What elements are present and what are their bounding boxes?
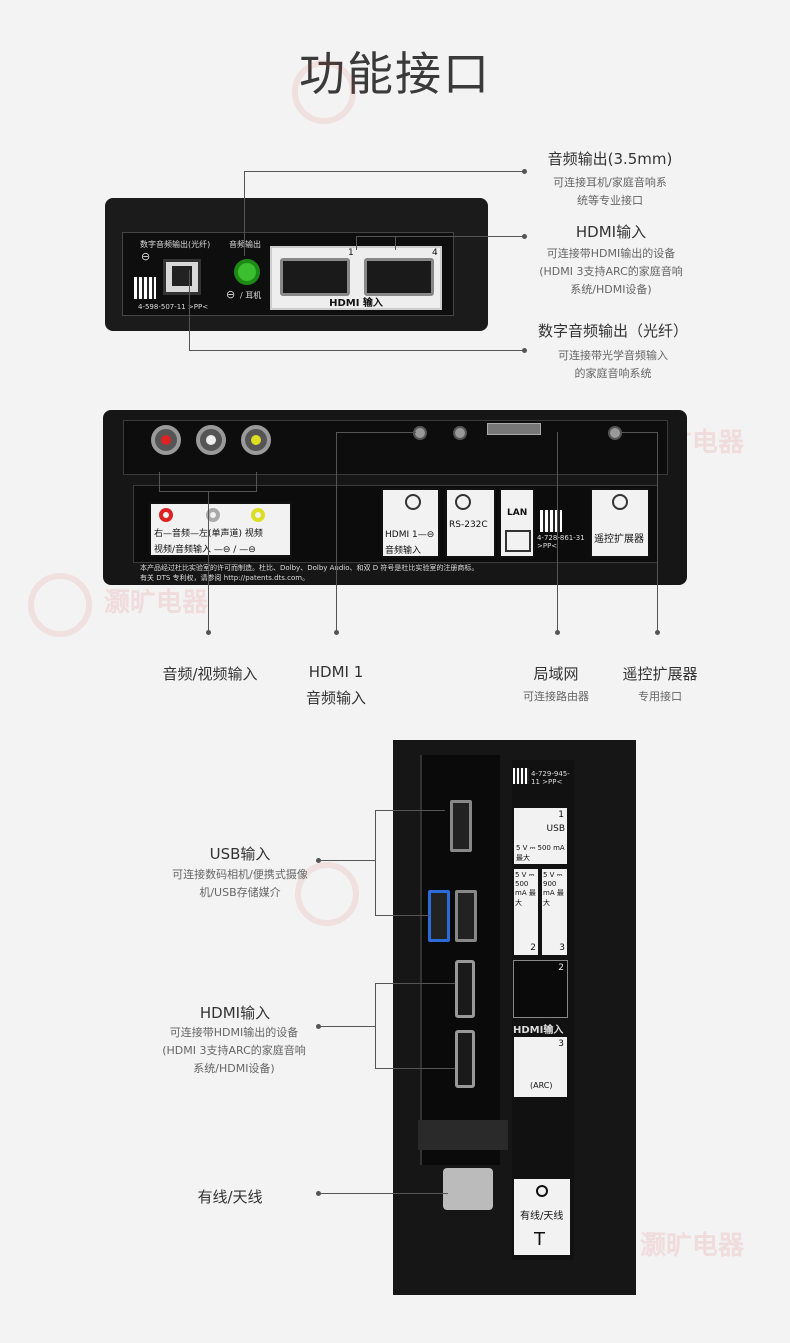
watermark-text: 灏旷电器 — [104, 588, 209, 618]
usb1-label: 1 USB 5 V ⎓ 500 mA 最大 — [513, 807, 568, 865]
yellow-icon — [251, 508, 265, 522]
remote-label: 遥控扩展器 — [590, 488, 650, 558]
lan-label: LAN — [499, 488, 535, 558]
callout-title-hdmi1: HDMI 1 — [308, 663, 364, 681]
callout-desc: 可连接路由器 — [523, 690, 589, 703]
callout-title-audio-out: 音频输出(3.5mm) — [547, 150, 673, 168]
watermark-logo — [28, 573, 92, 637]
antenna-label: 有线/天线 T — [513, 1178, 571, 1256]
hdmi-input-label: HDMI 输入 — [329, 298, 383, 309]
headphone-jack — [234, 259, 260, 285]
rca-red-jack — [151, 425, 181, 455]
callout-title-hdmi: HDMI输入 — [575, 223, 647, 241]
optical-label: 数字音频输出(光纤) — [140, 240, 211, 249]
panel-step — [418, 1120, 508, 1150]
watermark-text: 灏旷电器 — [640, 1231, 745, 1261]
audio-out-label: 音频输出 — [229, 240, 261, 249]
callout-title-optical: 数字音频输出（光纤） — [537, 322, 688, 340]
part-number: 4-728-861-31 >PP< — [537, 534, 585, 550]
hdmi-audio-jack — [413, 426, 427, 440]
hdmi2-label: 2 — [513, 960, 568, 1018]
usb-port-3 — [455, 890, 477, 942]
remote-jack — [608, 426, 622, 440]
callout-desc: 可连接耳机/家庭音响系 — [553, 176, 667, 189]
watermark-logo — [292, 60, 356, 124]
rs232-jack — [453, 426, 467, 440]
watermark-logo — [295, 862, 359, 926]
rca-yellow-jack — [241, 425, 271, 455]
hdmi-port-group: 1 4 — [270, 246, 442, 310]
callout-desc: 可连接数码相机/便携式摄像 — [172, 868, 308, 881]
callout-title-hdmi1-audio: 音频输入 — [305, 689, 366, 707]
hdmi3-label: 3 (ARC) — [513, 1036, 568, 1098]
optical-port-hole — [172, 266, 192, 286]
rca-white-jack — [196, 425, 226, 455]
page-title: 功能接口 — [299, 47, 491, 101]
lan-port — [487, 423, 541, 435]
callout-desc: 可连接带光学音频输入 — [558, 349, 668, 362]
hdmi-port-2 — [455, 960, 475, 1018]
usb-port-1 — [450, 800, 472, 852]
hdmi-port-number: 1 — [348, 248, 354, 258]
callout-title-lan: 局域网 — [533, 665, 579, 683]
callout-desc: (HDMI 3支持ARC的家庭音响 — [162, 1044, 306, 1057]
output-icon: ⊖ — [226, 288, 236, 301]
callout-desc: 系统/HDMI设备) — [570, 283, 652, 296]
callout-desc: 系统/HDMI设备) — [193, 1062, 275, 1075]
hdmi-port-number: 4 — [432, 248, 438, 258]
callout-desc: 统等专业接口 — [577, 194, 643, 207]
hdmi-port-4 — [364, 258, 434, 296]
hdmi-port-3 — [455, 1030, 475, 1088]
callout-title-antenna: 有线/天线 — [197, 1188, 263, 1206]
hdmi-input-label: HDMI输入 — [513, 1025, 564, 1036]
callout-desc: 的家庭音响系统 — [574, 367, 652, 380]
antenna-port — [443, 1168, 493, 1210]
red-icon — [159, 508, 173, 522]
dts-notice: 有关 DTS 专利权，请参阅 http://patents.dts.com。 — [140, 574, 310, 582]
qr-code-icon — [540, 510, 562, 532]
callout-desc: 可连接带HDMI输出的设备 — [546, 247, 676, 260]
qr-code-icon — [134, 277, 156, 299]
callout-title-remote: 遥控扩展器 — [622, 665, 698, 683]
hdmi-audio-label: HDMI 1—⊖ 音频输入 — [381, 488, 440, 558]
part-number: 4-729-945-11 >PP< — [531, 770, 570, 786]
usb2-label: 5 V ⎓ 500 mA 最大 2 — [513, 868, 539, 956]
av-input-label: 右—音频—左(单声道) 视频 视频/音频输入 —⊖ / —⊖ — [149, 502, 292, 557]
callout-desc: 可连接带HDMI输出的设备 — [169, 1026, 299, 1039]
part-number: 4-598-507-11 >PP< — [138, 303, 209, 311]
output-icon: ⊖ — [141, 250, 151, 263]
rs232-label: RS-232C — [445, 488, 496, 558]
usb-port-2 — [428, 890, 450, 942]
qr-code-icon — [513, 768, 529, 784]
hdmi-port-1 — [280, 258, 350, 296]
callout-desc: (HDMI 3支持ARC的家庭音响 — [539, 265, 683, 278]
callout-title-usb: USB输入 — [209, 845, 271, 863]
dolby-notice: 本产品经过杜比实验室的许可而制造。杜比、Dolby、Dolby Audio、和双… — [140, 564, 479, 572]
callout-title-hdmi: HDMI输入 — [199, 1004, 271, 1022]
callout-desc: 专用接口 — [638, 690, 682, 703]
usb3-label: 5 V ⎓ 900 mA 最大 3 — [541, 868, 568, 956]
headphone-label: / 耳机 — [240, 291, 262, 300]
callout-title-av: 音频/视频输入 — [162, 665, 258, 683]
callout-desc: 机/USB存储媒介 — [199, 886, 281, 899]
